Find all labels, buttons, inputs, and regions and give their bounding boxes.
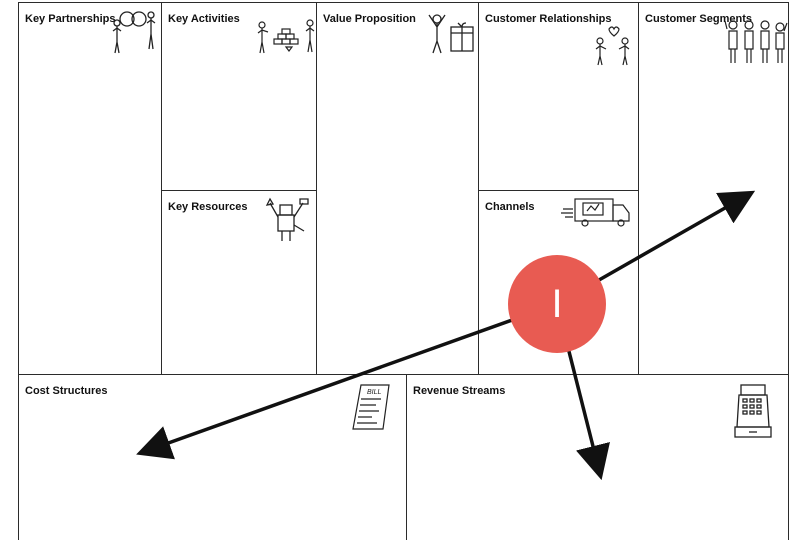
cell-revenue-streams: Revenue Streams <box>406 374 789 540</box>
cell-label-cost-structures: Cost Structures <box>25 385 108 397</box>
cell-cost-structures: Cost Structures BILL <box>18 374 408 540</box>
arrow-to-cost-structures <box>136 302 558 460</box>
cell-label-customer-relationships: Customer Relationships <box>485 13 612 25</box>
cell-label-key-partnerships: Key Partnerships <box>25 13 116 25</box>
delivery-truck-icon <box>561 198 630 227</box>
bill-receipt-icon: BILL <box>352 384 390 430</box>
cash-register-icon <box>734 384 772 438</box>
cell-label-revenue-streams: Revenue Streams <box>413 385 506 397</box>
couple-heart-icon <box>595 26 630 66</box>
worker-building-icon <box>257 19 315 54</box>
robot-tools-icon <box>265 197 309 241</box>
cell-label-value-proposition: Value Proposition <box>323 13 416 25</box>
group-people-icon <box>724 20 788 63</box>
person-gift-icon <box>428 14 474 54</box>
cell-label-channels: Channels <box>485 201 535 213</box>
partners-handshake-icon <box>112 11 156 54</box>
cell-customer-relationships: Customer Relationships <box>478 2 640 192</box>
cell-label-key-activities: Key Activities <box>168 13 240 25</box>
cell-key-partnerships: Key Partnerships <box>18 2 163 376</box>
cell-label-key-resources: Key Resources <box>168 201 248 213</box>
cell-customer-segments: Customer Segments <box>638 2 789 376</box>
cell-key-activities: Key Activities <box>161 2 318 192</box>
step-badge: I <box>508 255 606 353</box>
bill-text: BILL <box>367 389 382 396</box>
